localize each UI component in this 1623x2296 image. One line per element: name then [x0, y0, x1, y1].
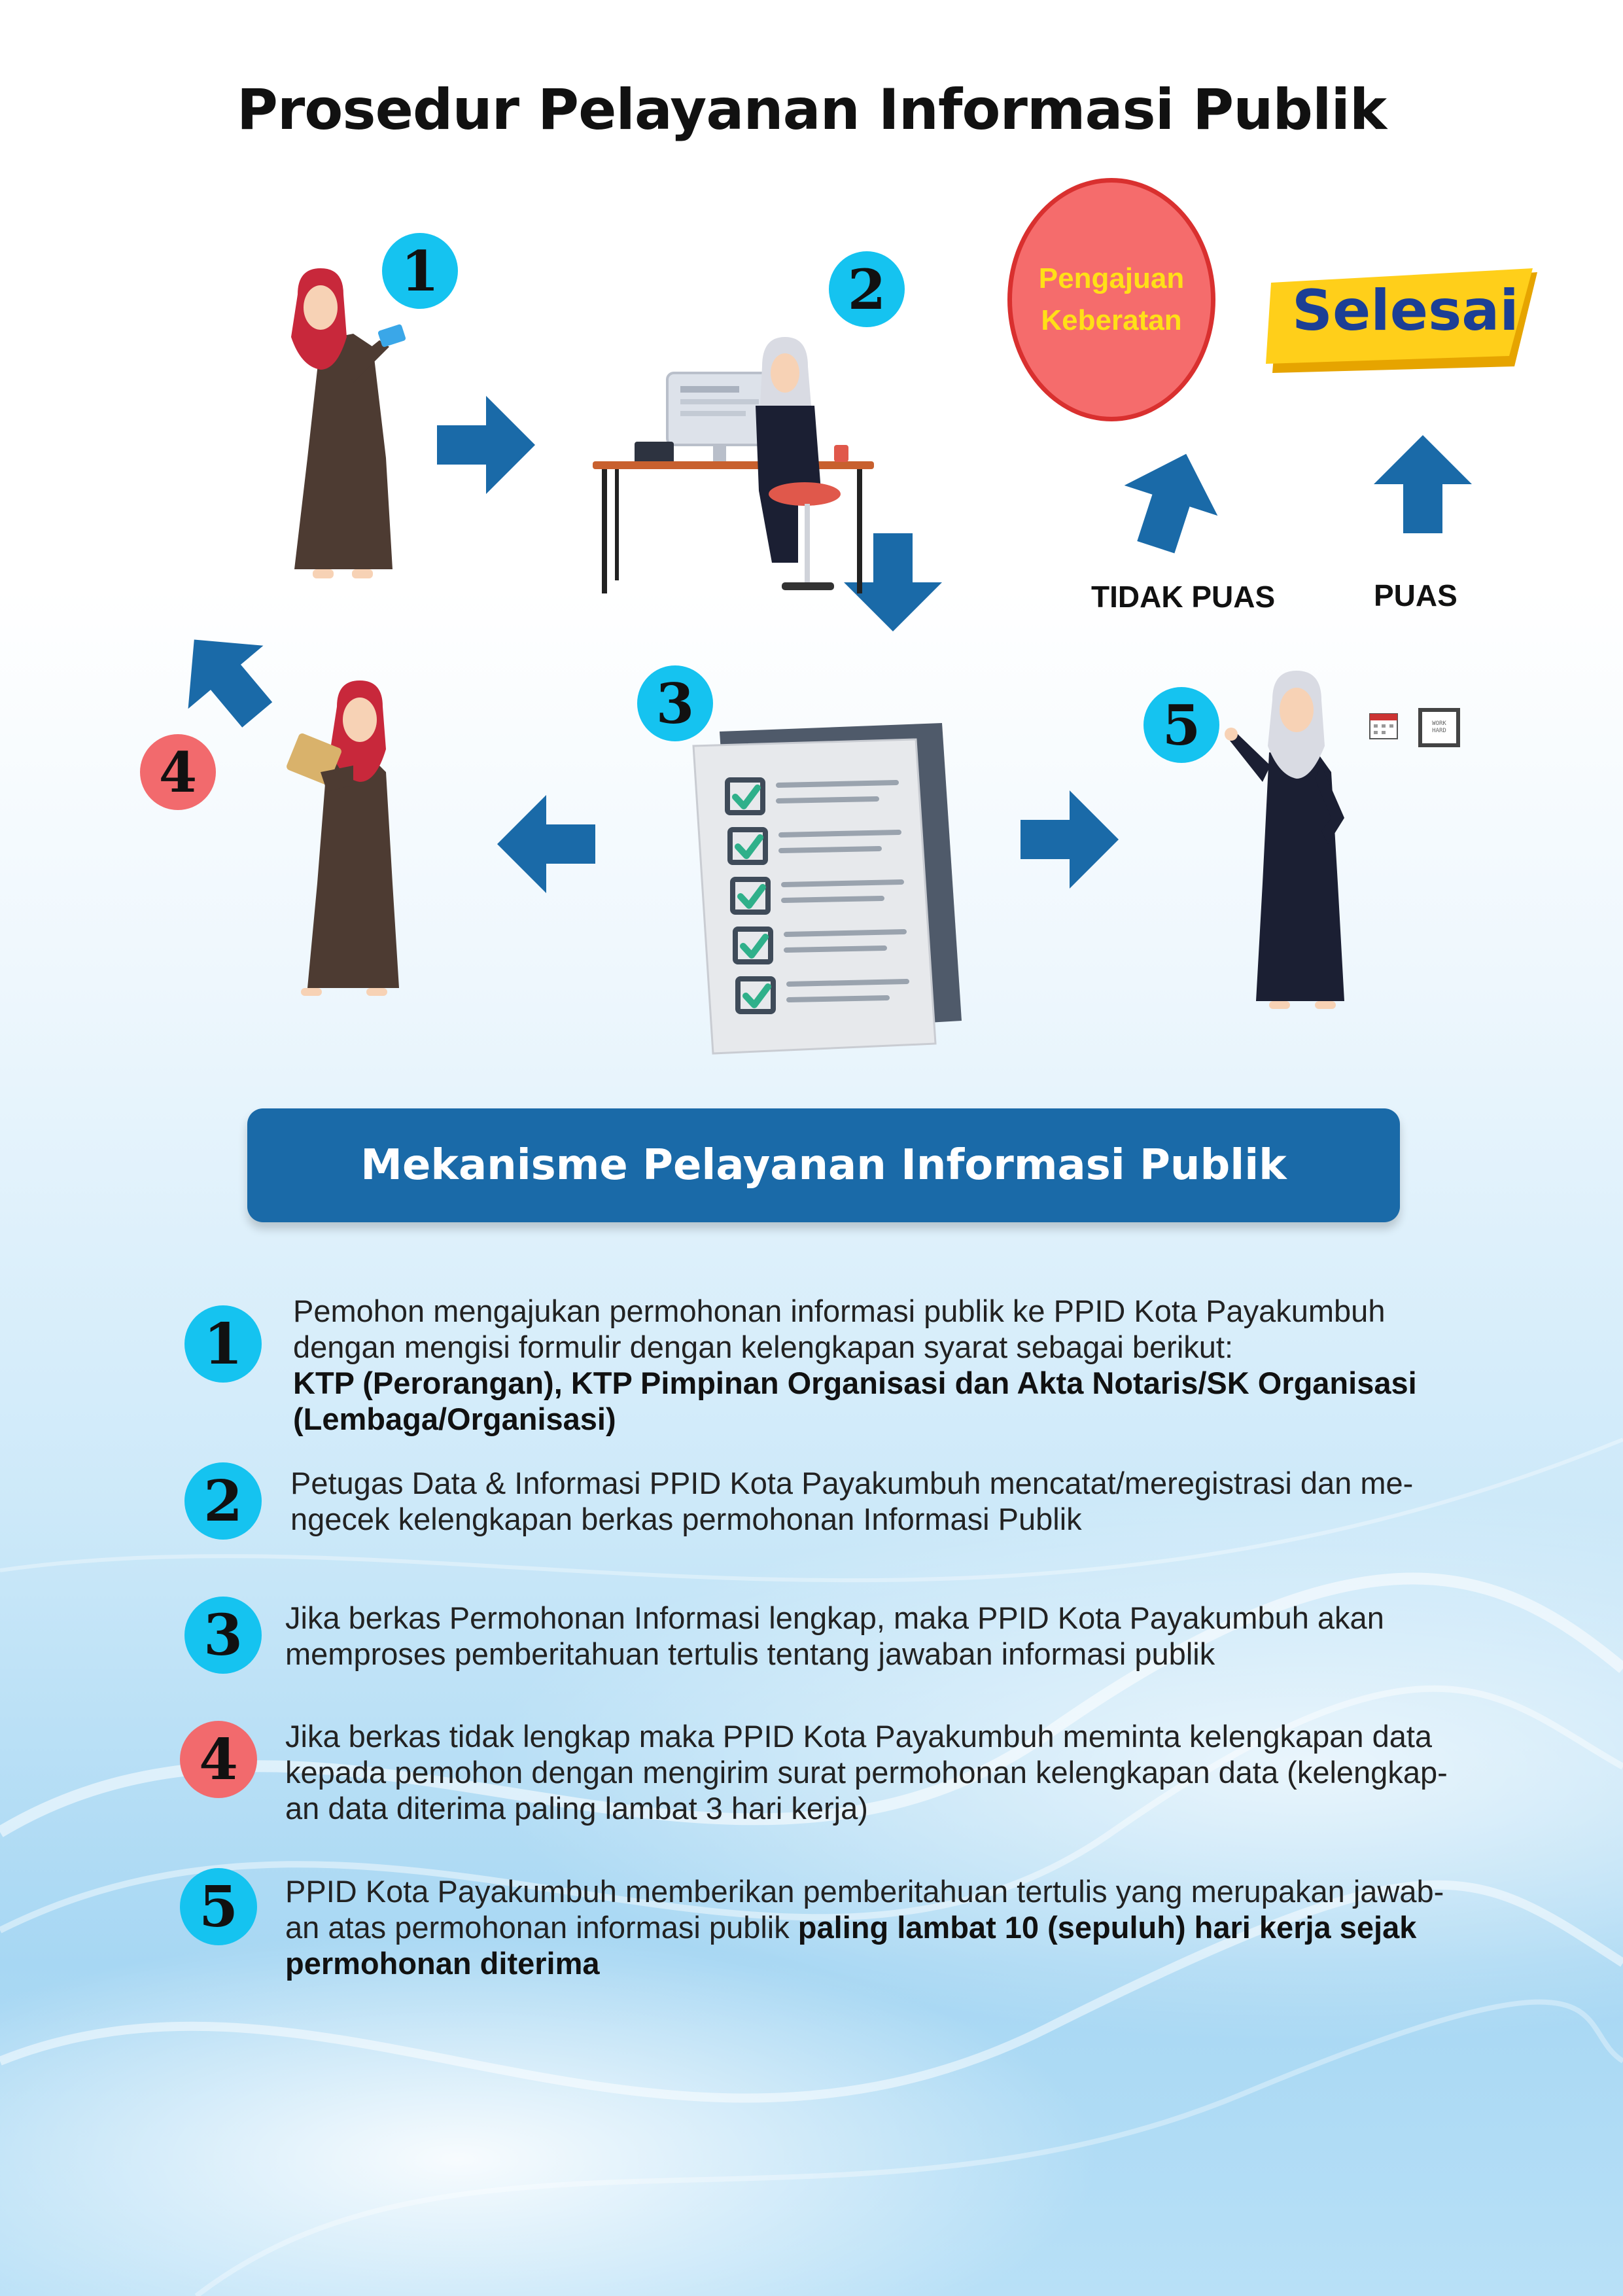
step-2-line-2: ngecek kelengkapan berkas permohonan Inf…	[290, 1502, 1082, 1536]
applicant-with-document-illustration	[287, 680, 399, 996]
step-3-line-2: memproses pemberitahuan tertulis tentang…	[285, 1636, 1215, 1671]
step-1-line-4: (Lembaga/Organisasi)	[293, 1402, 616, 1436]
step-1-line-2: dengan mengisi formulir dengan kelengkap…	[293, 1330, 1234, 1364]
officer-presenting-illustration	[1225, 671, 1344, 1009]
step-1-line-3: KTP (Perorangan), KTP Pimpinan Organisas…	[293, 1366, 1417, 1400]
step-3-line-1: Jika berkas Permohonan Informasi lengkap…	[285, 1600, 1384, 1635]
step-1-number: 1	[184, 1305, 262, 1383]
step-5-line-2: an atas permohonan informasi publik pali…	[285, 1909, 1444, 1945]
step-3-text: Jika berkas Permohonan Informasi lengkap…	[285, 1600, 1384, 1672]
work-hard-line-2: HARD	[1432, 728, 1446, 734]
step-4-line-2: kepada pemohon dengan mengirim surat per…	[285, 1755, 1448, 1790]
selesai-label: Selesai	[1292, 278, 1519, 344]
step-2-number: 2	[184, 1462, 262, 1540]
step-5-line-3: permohonan diterima	[285, 1946, 600, 1981]
calendar-icon	[1369, 713, 1398, 739]
applicant-woman-illustration	[291, 268, 406, 578]
step-4-line-1: Jika berkas tidak lengkap maka PPID Kota…	[285, 1719, 1433, 1754]
selesai-banner	[1266, 268, 1537, 373]
arrow-up-4-to-1	[188, 639, 273, 728]
step-4-number: 4	[180, 1721, 257, 1798]
step-1-text: Pemohon mengajukan permohonan informasi …	[293, 1293, 1417, 1437]
keberatan-label: Keberatan	[1041, 304, 1182, 336]
step-5-line-2-bold: paling lambat 10 (sepuluh) hari kerja se…	[797, 1910, 1417, 1945]
arrow-down-2-to-3	[844, 533, 942, 631]
pengajuan-keberatan-badge: Pengajuan Keberatan	[1007, 178, 1215, 421]
step-4-line-3: an data diterima paling lambat 3 hari ke…	[285, 1791, 868, 1826]
step-5-line-2-normal: an atas permohonan informasi publik	[285, 1910, 798, 1945]
arrow-up-puas	[1374, 435, 1472, 533]
pengajuan-label: Pengajuan	[1038, 262, 1185, 294]
arrow-left-3-to-4	[497, 795, 595, 893]
step-5-text: PPID Kota Payakumbuh memberikan pemberit…	[285, 1873, 1444, 1981]
step-2-line-1: Petugas Data & Informasi PPID Kota Payak…	[290, 1466, 1414, 1500]
work-hard-line-1: WORK	[1432, 720, 1446, 727]
work-hard-poster: WORK HARD	[1418, 708, 1460, 747]
officer-at-desk-illustration	[593, 337, 874, 593]
tidak-puas-label: TIDAK PUAS	[1091, 580, 1276, 614]
arrow-up-tidak-puas	[1124, 453, 1218, 554]
checklist-document-icon	[692, 723, 962, 1055]
background-waves	[0, 1438, 1623, 2296]
puas-label: PUAS	[1374, 578, 1457, 612]
diagram-number-3: 3	[637, 665, 713, 741]
step-4-text: Jika berkas tidak lengkap maka PPID Kota…	[285, 1718, 1448, 1826]
arrow-right-1-to-2	[437, 396, 535, 494]
diagram-number-5: 5	[1143, 687, 1219, 763]
mekanisme-section-header: Mekanisme Pelayanan Informasi Publik	[247, 1108, 1400, 1222]
step-2-text: Petugas Data & Informasi PPID Kota Payak…	[290, 1465, 1413, 1537]
step-5-line-1: PPID Kota Payakumbuh memberikan pemberit…	[285, 1874, 1444, 1909]
step-5-number: 5	[180, 1868, 257, 1945]
diagram-number-4: 4	[140, 734, 216, 810]
page-title: Prosedur Pelayanan Informasi Publik	[236, 77, 1387, 143]
step-1-line-1: Pemohon mengajukan permohonan informasi …	[293, 1294, 1386, 1328]
step-3-number: 3	[184, 1597, 262, 1674]
diagram-number-2: 2	[829, 251, 905, 327]
diagram-number-1: 1	[382, 233, 458, 309]
arrow-right-3-to-5	[1021, 790, 1119, 889]
